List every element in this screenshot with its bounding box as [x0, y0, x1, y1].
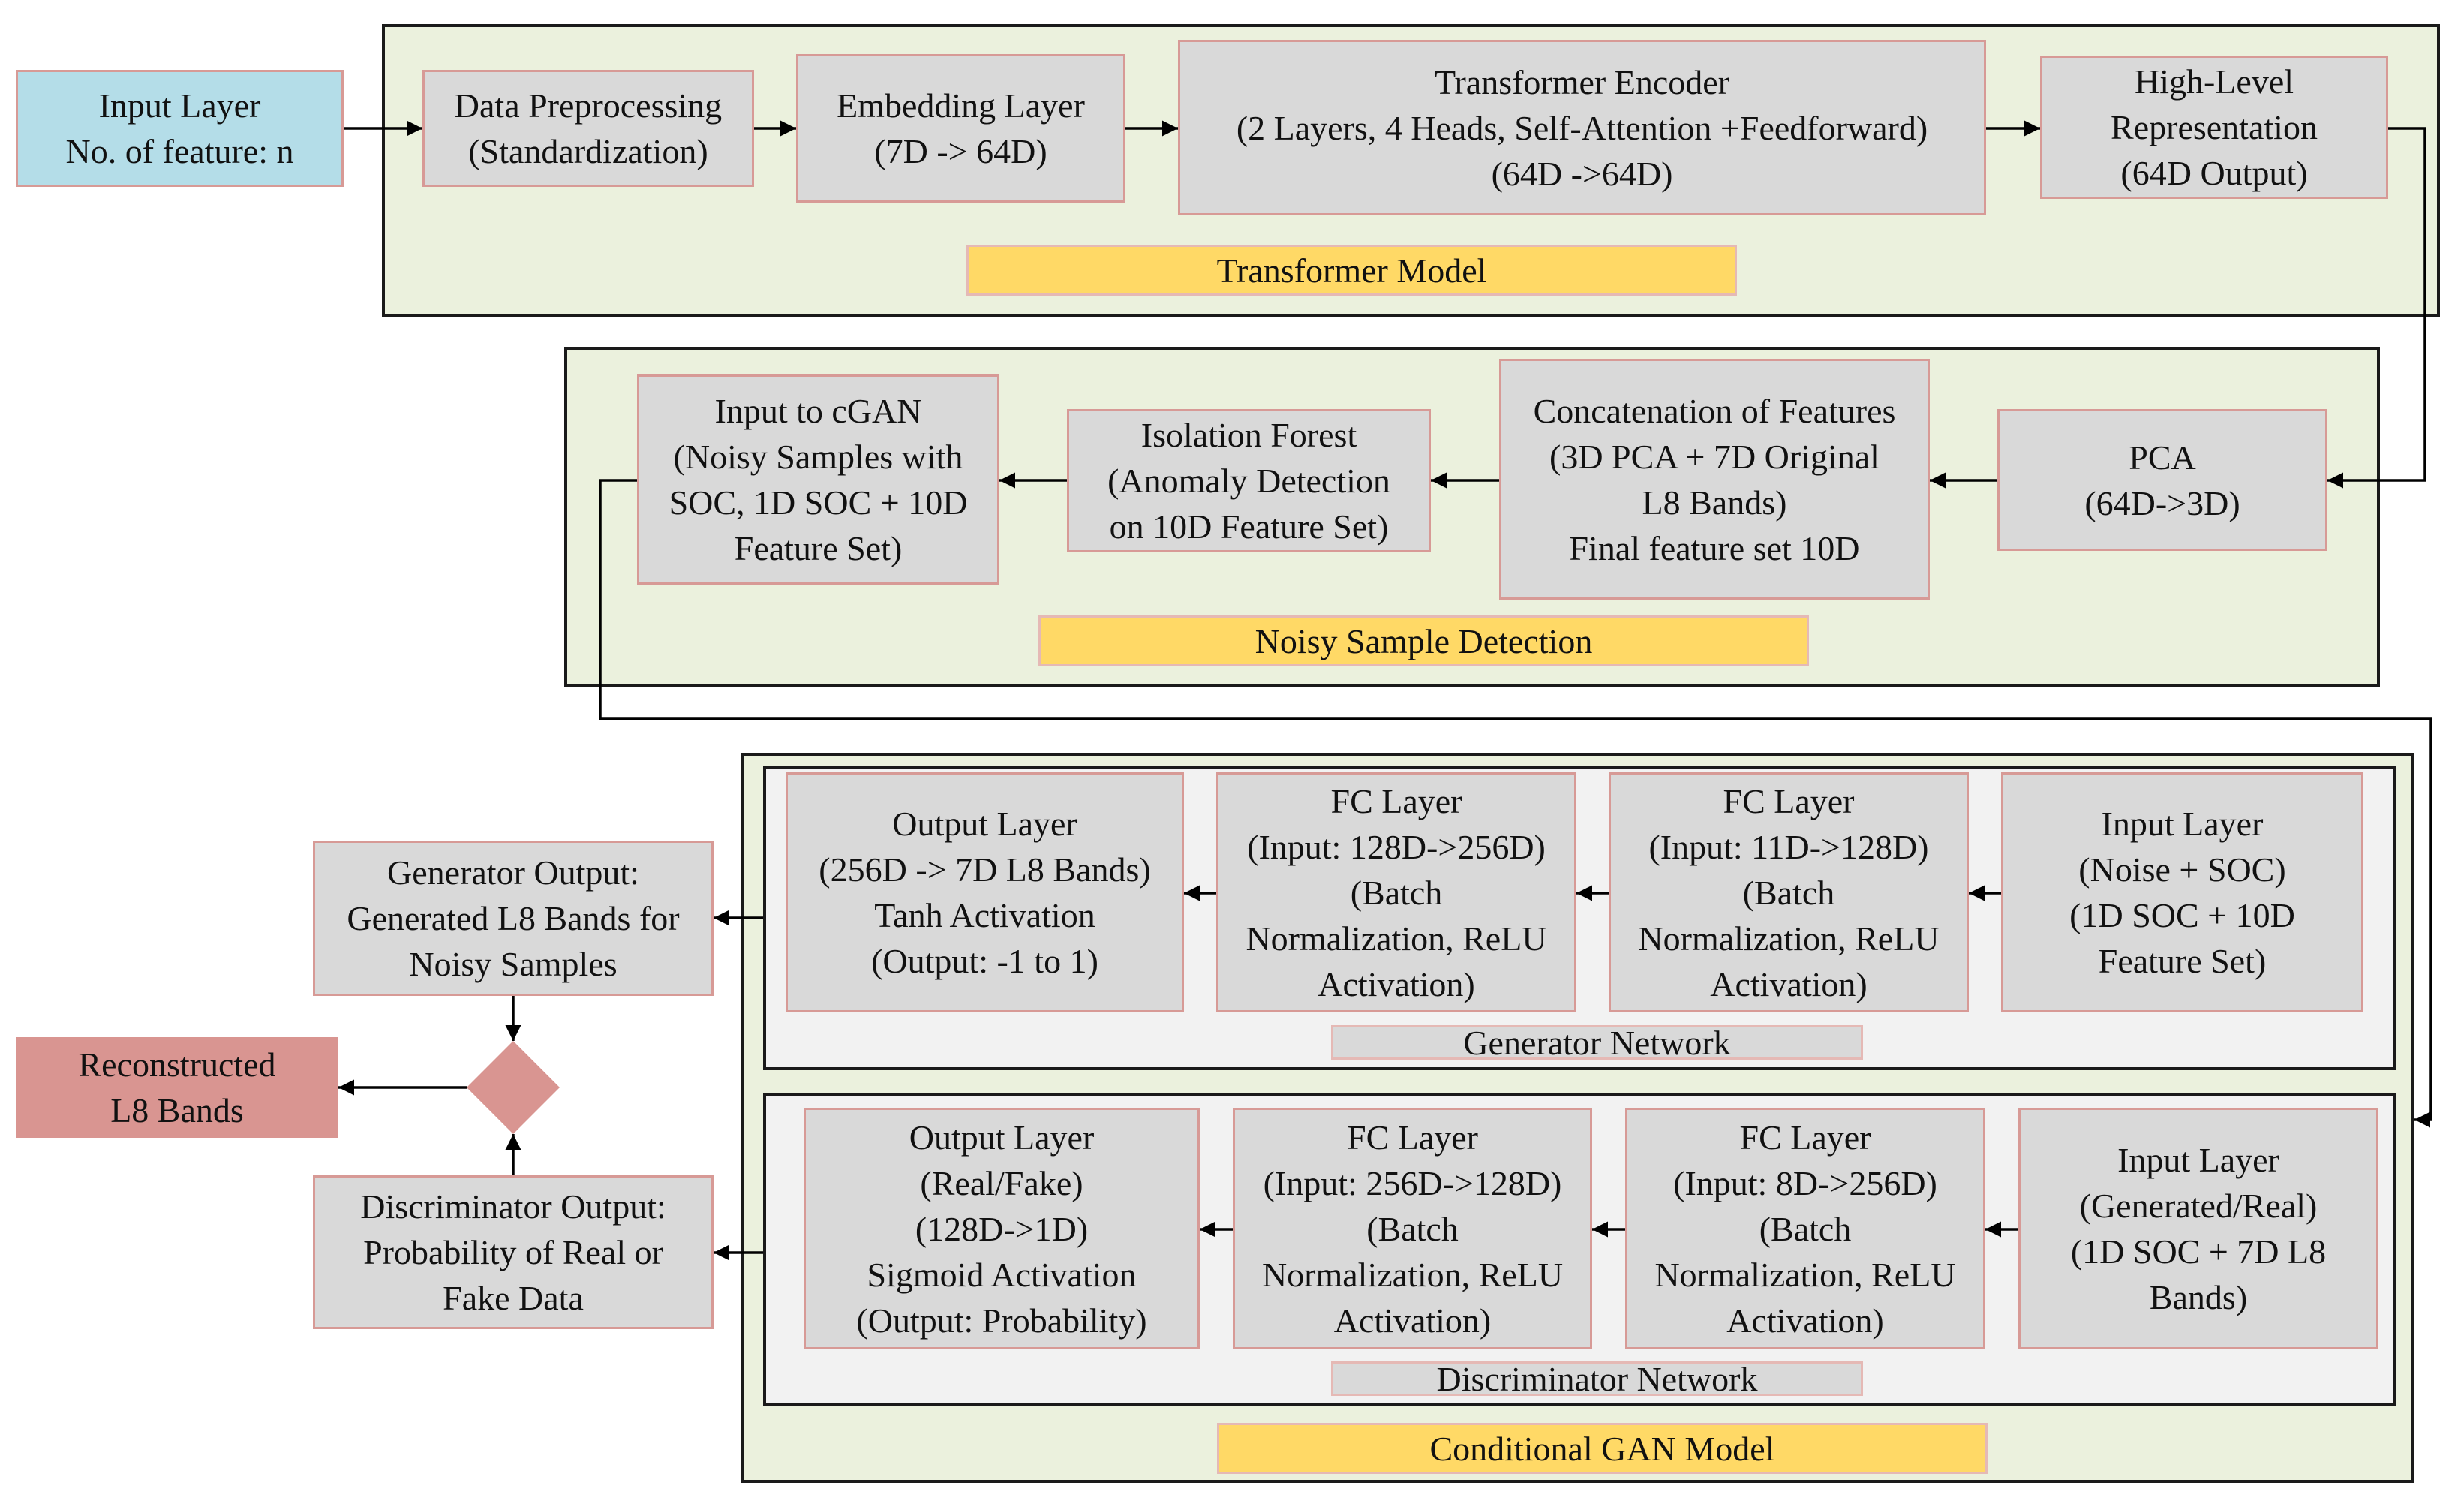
box-line: Input to cGAN	[714, 392, 922, 430]
box-line: (128D->1D)	[915, 1209, 1089, 1248]
discriminator-output-layer-box: Output Layer (Real/Fake) (128D->1D) Sigm…	[804, 1108, 1200, 1349]
box-line: Noisy Samples	[409, 945, 618, 983]
box-line: Activation)	[1726, 1301, 1884, 1340]
box-line: (1D SOC + 7D L8	[2070, 1232, 2327, 1271]
box-line: (Output: -1 to 1)	[871, 942, 1098, 980]
pca-box: PCA (64D->3D)	[1997, 409, 2327, 551]
noisy-sample-detection-label: Noisy Sample Detection	[1038, 615, 1809, 666]
generator-fc-layer-1-box: FC Layer (Input: 11D->128D) (Batch Norma…	[1609, 772, 1969, 1012]
box-line: Normalization, ReLU	[1638, 919, 1940, 958]
high-level-representation-box: High-Level Representation (64D Output)	[2040, 56, 2388, 199]
box-line: Input Layer	[98, 86, 261, 125]
box-line: (64D->3D)	[2084, 483, 2240, 522]
box-line: Concatenation of Features	[1533, 391, 1896, 430]
box-line: (Standardization)	[468, 132, 708, 170]
box-line: (Noisy Samples with	[673, 438, 963, 476]
box-line: (Input: 11D->128D)	[1648, 827, 1929, 866]
arrow-representation-to-pca	[2327, 127, 2426, 489]
box-line: L8 Bands	[110, 1091, 244, 1130]
transformer-encoder-box: Transformer Encoder (2 Layers, 4 Heads, …	[1178, 40, 1986, 215]
input-layer-box: Input Layer No. of feature: n	[16, 70, 344, 187]
box-line: Sigmoid Activation	[867, 1255, 1137, 1294]
generator-input-layer-box: Input Layer (Noise + SOC) (1D SOC + 10D …	[2001, 772, 2363, 1012]
box-line: FC Layer	[1346, 1117, 1478, 1157]
box-line: FC Layer	[1739, 1117, 1871, 1157]
isolation-forest-box: Isolation Forest (Anomaly Detection on 1…	[1067, 409, 1431, 552]
embedding-layer-box: Embedding Layer (7D -> 64D)	[796, 54, 1125, 203]
input-to-cgan-box: Input to cGAN (Noisy Samples with SOC, 1…	[637, 374, 999, 585]
box-line: Generated L8 Bands for	[347, 899, 680, 937]
box-line: SOC, 1D SOC + 10D	[669, 483, 968, 522]
generator-fc-layer-2-box: FC Layer (Input: 128D->256D) (Batch Norm…	[1216, 772, 1576, 1012]
box-line: Transformer Encoder	[1434, 62, 1730, 101]
box-line: Output Layer	[909, 1117, 1095, 1157]
generator-output-box: Generator Output: Generated L8 Bands for…	[313, 841, 714, 996]
box-line: (7D -> 64D)	[874, 132, 1047, 170]
box-line: (Batch	[1759, 1209, 1852, 1248]
generator-output-layer-box: Output Layer (256D -> 7D L8 Bands) Tanh …	[786, 772, 1184, 1012]
box-line: Normalization, ReLU	[1261, 1255, 1564, 1294]
box-line: (Anomaly Detection	[1107, 462, 1390, 500]
box-line: (256D -> 7D L8 Bands)	[819, 850, 1151, 889]
box-line: Output Layer	[892, 805, 1077, 843]
box-line: (Batch	[1366, 1209, 1459, 1248]
box-line: Fake Data	[443, 1279, 584, 1317]
box-line: (2 Layers, 4 Heads, Self-Attention +Feed…	[1236, 108, 1928, 147]
box-line: Data Preprocessing	[454, 86, 723, 125]
box-line: Input Layer	[2101, 805, 2264, 843]
box-line: Input Layer	[2117, 1141, 2279, 1179]
box-line: Isolation Forest	[1140, 416, 1357, 454]
box-line: Reconstructed	[78, 1045, 276, 1084]
box-line: Bands)	[2149, 1278, 2248, 1316]
box-line: High-Level	[2134, 62, 2294, 101]
box-line: FC Layer	[1330, 781, 1462, 820]
box-line: Activation)	[1333, 1301, 1492, 1340]
box-line: Probability of Real or	[363, 1233, 663, 1271]
discriminator-fc-layer-1-box: FC Layer (Input: 8D->256D) (Batch Normal…	[1625, 1108, 1985, 1349]
box-line: FC Layer	[1723, 781, 1855, 820]
discriminator-output-box: Discriminator Output: Probability of Rea…	[313, 1175, 714, 1329]
box-line: Generator Output:	[387, 853, 639, 892]
box-line: Final feature set 10D	[1569, 528, 1860, 567]
data-preprocessing-box: Data Preprocessing (Standardization)	[422, 70, 754, 187]
box-line: (1D SOC + 10D	[2069, 896, 2295, 934]
generator-network-label: Generator Network	[1331, 1024, 1863, 1062]
concatenation-box: Concatenation of Features (3D PCA + 7D O…	[1499, 359, 1930, 600]
box-line: (Generated/Real)	[2079, 1187, 2318, 1225]
box-line: (Input: 256D->128D)	[1263, 1163, 1562, 1202]
discriminator-network-label: Discriminator Network	[1331, 1360, 1863, 1398]
box-line: Normalization, ReLU	[1654, 1255, 1956, 1294]
box-line: (Noise + SOC)	[2078, 850, 2286, 889]
discriminator-input-layer-box: Input Layer (Generated/Real) (1D SOC + 7…	[2018, 1108, 2378, 1349]
discriminator-fc-layer-2-box: FC Layer (Input: 256D->128D) (Batch Norm…	[1233, 1108, 1592, 1349]
box-line: (Real/Fake)	[920, 1163, 1083, 1202]
box-line: (Output: Probability)	[856, 1301, 1147, 1340]
conditional-gan-model-label: Conditional GAN Model	[1217, 1423, 1988, 1474]
box-line: Activation)	[1318, 964, 1475, 1003]
box-line: Feature Set)	[734, 529, 903, 567]
box-line: on 10D Feature Set)	[1109, 507, 1389, 546]
arrow-cgan-input-to-gan-model	[599, 479, 2432, 1128]
box-line: (Batch	[1350, 873, 1443, 912]
reconstructed-l8-bands-box: Reconstructed L8 Bands	[16, 1037, 338, 1138]
box-line: Discriminator Output:	[360, 1187, 666, 1226]
box-line: (Input: 128D->256D)	[1247, 827, 1546, 866]
box-line: (64D Output)	[2120, 154, 2308, 192]
box-line: Normalization, ReLU	[1246, 919, 1547, 958]
decision-diamond	[467, 1041, 560, 1134]
box-line: (Input: 8D->256D)	[1673, 1163, 1937, 1202]
box-line: (Batch	[1742, 873, 1835, 912]
box-line: (3D PCA + 7D Original	[1549, 437, 1880, 476]
box-line: Representation	[2111, 108, 2318, 146]
box-line: (64D ->64D)	[1491, 154, 1673, 193]
box-line: No. of feature: n	[65, 132, 294, 170]
box-line: L8 Bands)	[1642, 483, 1787, 522]
box-line: PCA	[2129, 438, 2196, 477]
box-line: Activation)	[1710, 964, 1868, 1003]
transformer-model-label: Transformer Model	[966, 245, 1737, 296]
box-line: Tanh Activation	[874, 896, 1095, 934]
box-line: Feature Set)	[2098, 942, 2267, 980]
box-line: Embedding Layer	[837, 86, 1085, 125]
